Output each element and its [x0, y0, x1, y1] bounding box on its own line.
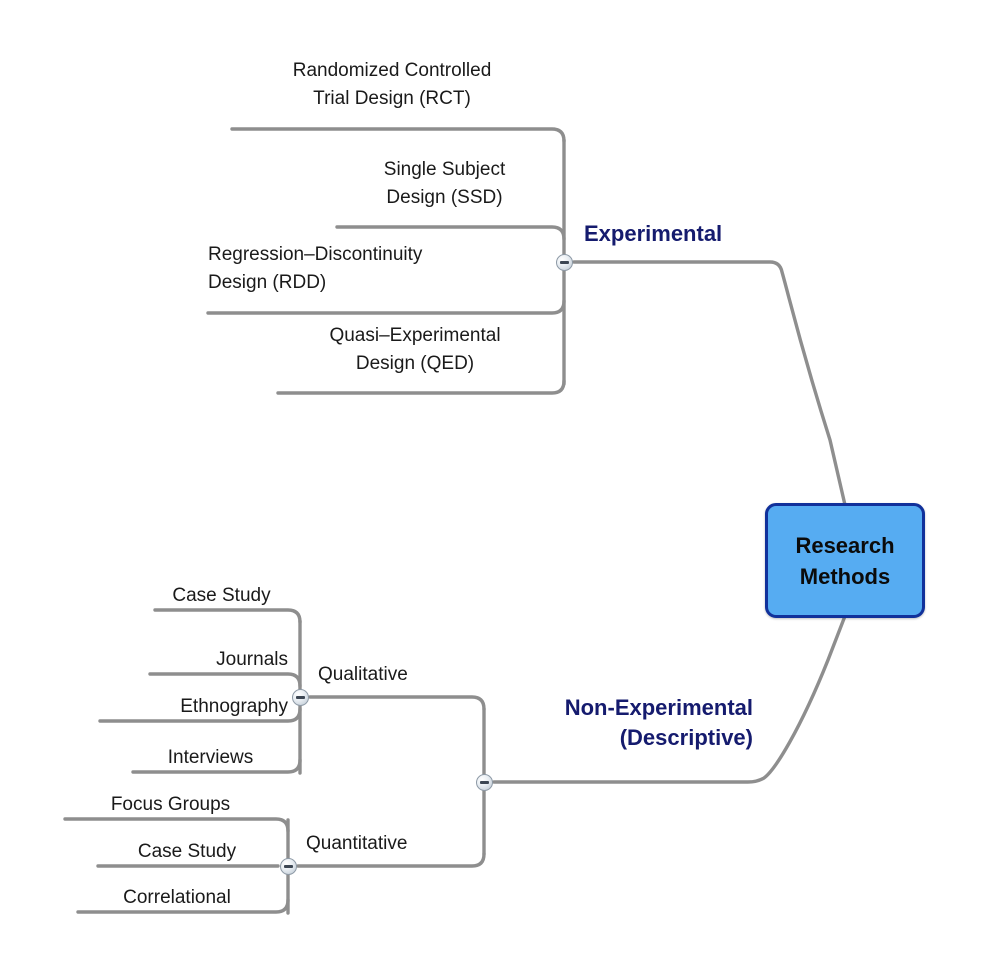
wire-leaf-ssd — [335, 225, 566, 241]
collapse-handle-quantitative[interactable] — [280, 858, 297, 875]
leaf-qed-line2: Design (QED) — [355, 353, 475, 374]
minus-icon — [480, 781, 489, 784]
branch-label-quantitative[interactable]: Quantitative — [306, 833, 408, 854]
wire-leaf-focus-groups — [63, 817, 290, 833]
leaf-ethnography[interactable]: Ethnography — [180, 696, 288, 717]
wire-leaf-journals — [148, 672, 302, 688]
wire-qualitative-to-parent — [308, 695, 486, 711]
leaf-ssd-line1: Single Subject — [383, 159, 506, 180]
leaf-qed[interactable]: Quasi–Experimental Design (QED) — [278, 322, 552, 378]
leaf-correlational[interactable]: Correlational — [123, 887, 231, 908]
wire-leaf-qed — [276, 379, 566, 395]
root-node-research-methods[interactable]: Research Methods — [765, 503, 925, 618]
branch-label-qualitative[interactable]: Qualitative — [318, 664, 408, 685]
minus-icon — [560, 261, 569, 264]
leaf-journals[interactable]: Journals — [216, 649, 288, 670]
leaf-ssd-line2: Design (SSD) — [386, 187, 503, 208]
leaf-rct-line1: Randomized Controlled — [292, 60, 492, 81]
wire-leaf-rdd — [206, 299, 566, 315]
root-node-label-line2: Methods — [799, 563, 891, 589]
branch-label-non-experimental-line2: (Descriptive) — [619, 725, 753, 750]
branch-label-experimental[interactable]: Experimental — [584, 221, 723, 246]
leaf-rdd-line2: Design (RDD) — [208, 272, 327, 293]
branch-label-non-experimental[interactable]: Non-Experimental (Descriptive) — [498, 693, 753, 753]
collapse-handle-experimental[interactable] — [556, 254, 573, 271]
leaf-rct-line2: Trial Design (RCT) — [313, 88, 471, 109]
minus-icon — [284, 865, 293, 868]
leaf-rct[interactable]: Randomized Controlled Trial Design (RCT) — [232, 57, 552, 113]
leaf-rdd[interactable]: Regression–Discontinuity Design (RDD) — [208, 241, 552, 297]
wire-leaf-rct — [230, 127, 566, 143]
root-node-label-line1: Research — [795, 532, 895, 558]
leaf-interviews[interactable]: Interviews — [167, 747, 254, 768]
leaf-focus-groups[interactable]: Focus Groups — [110, 794, 231, 815]
leaf-ssd[interactable]: Single Subject Design (SSD) — [337, 156, 552, 212]
collapse-handle-qualitative[interactable] — [292, 689, 309, 706]
wire-root-experimental — [572, 260, 847, 507]
leaf-case-study-quantitative[interactable]: Case Study — [137, 841, 237, 862]
minus-icon — [296, 696, 305, 699]
collapse-handle-non-experimental[interactable] — [476, 774, 493, 791]
leaf-case-study-qualitative[interactable]: Case Study — [172, 585, 271, 606]
leaf-qed-line1: Quasi–Experimental — [329, 325, 501, 346]
branch-label-non-experimental-line1: Non-Experimental — [564, 695, 753, 720]
wire-leaf-case-study-qual — [153, 608, 302, 624]
leaf-rdd-line1: Regression–Discontinuity — [208, 244, 423, 265]
